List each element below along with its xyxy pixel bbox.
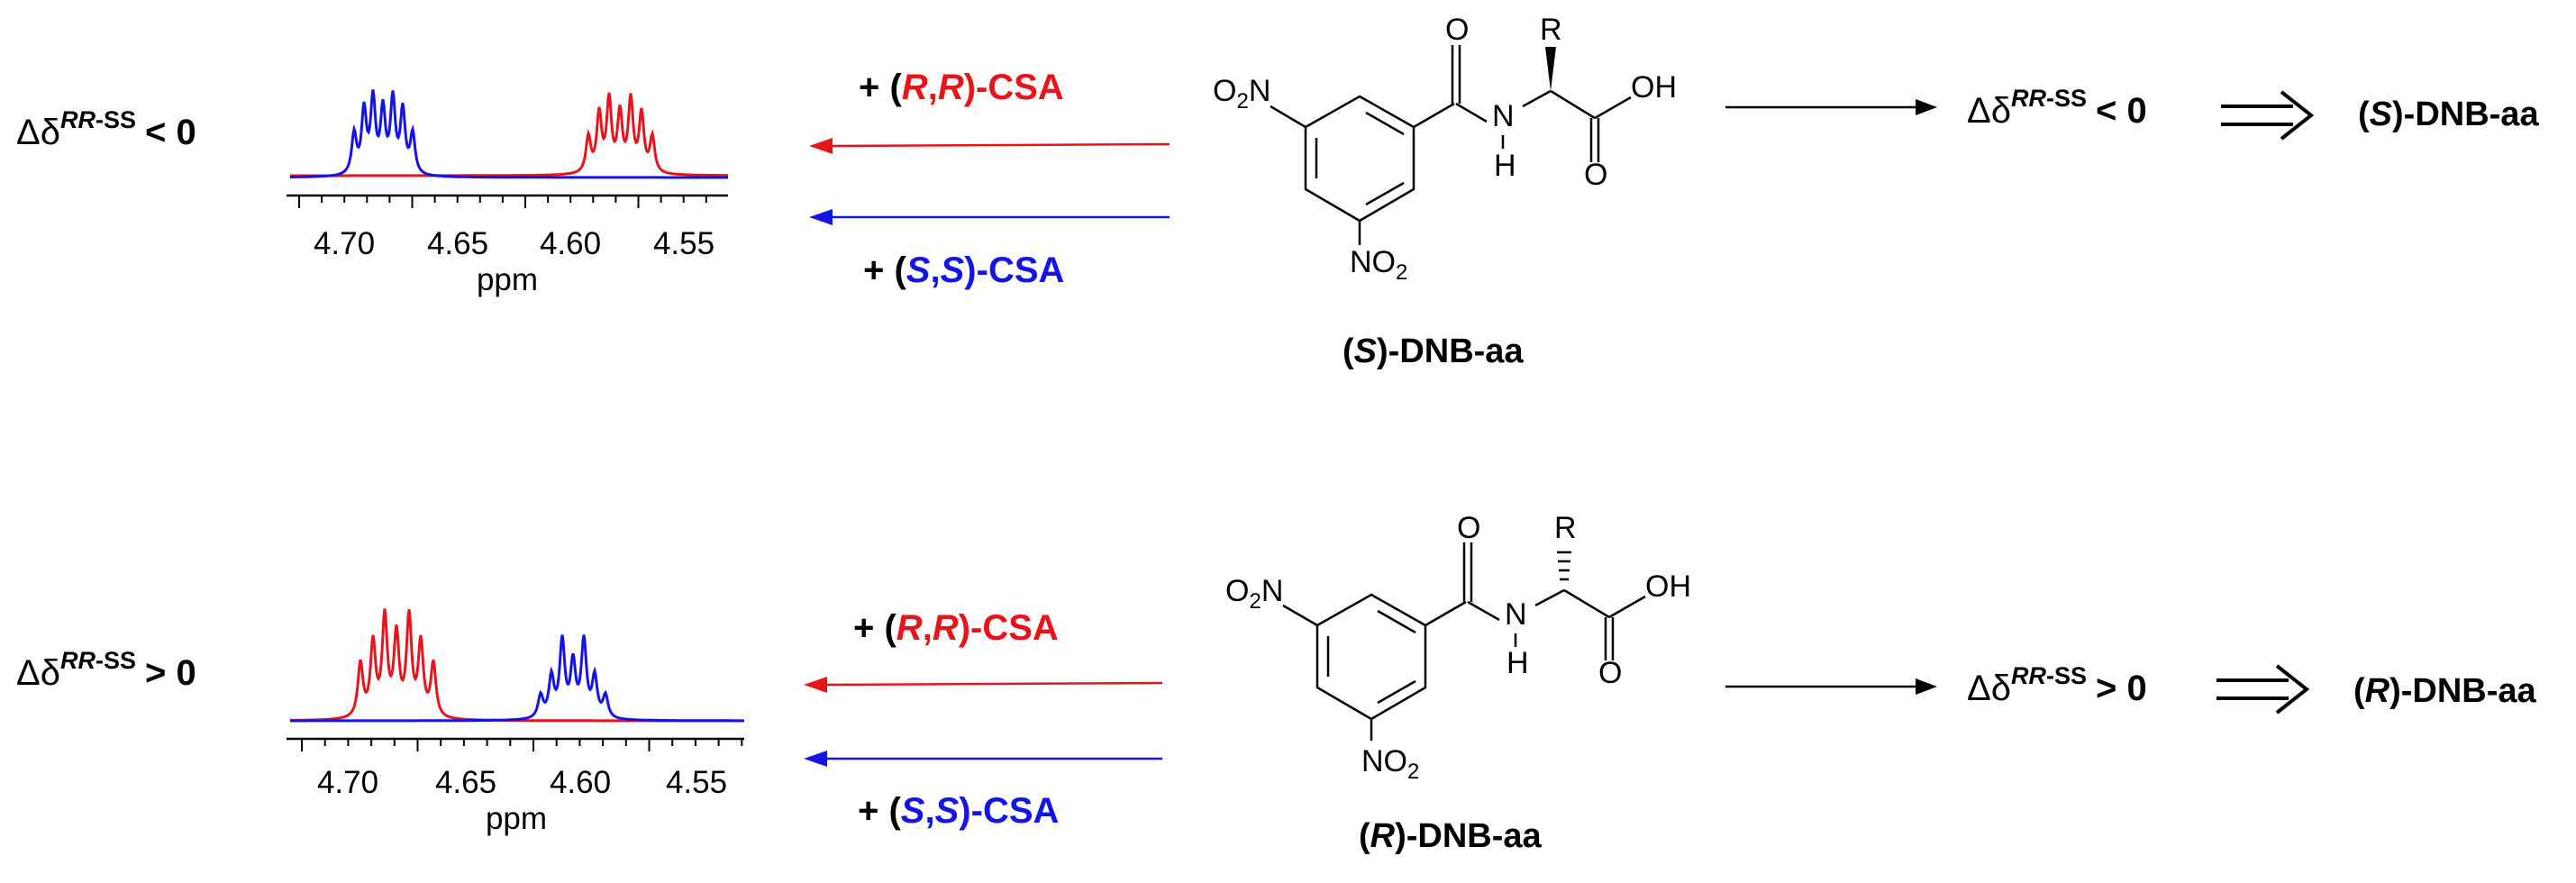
arrow-red-top: [828, 142, 1170, 148]
compound-label-top: (S)-DNB-aa: [1343, 332, 1524, 370]
svg-text:N: N: [1505, 597, 1527, 632]
tick-label: 4.55: [653, 226, 715, 261]
tick-label: 4.65: [427, 226, 488, 261]
arrowhead-blue: [804, 751, 827, 767]
reagent-ss-bottom: + (S,S)-CSA: [858, 791, 1059, 831]
delta-label-bottom: ΔδRR-SS> 0: [16, 647, 196, 693]
axis-unit-label: ppm: [486, 801, 547, 836]
panel-top: ΔδRR-SS< 0 4.70 4.65 4.60 4.55 ppm + (R,…: [16, 13, 2539, 370]
arrowhead-red: [804, 677, 827, 693]
structure-s-dnb-aa: [1270, 45, 1632, 245]
arrowhead-blue: [809, 209, 833, 225]
wedge-bond: [1545, 47, 1556, 91]
panel-bottom: ΔδRR-SS> 0 4.70 4.65 4.60 4.55 ppm + (R,…: [16, 511, 2537, 855]
arrow-red-bottom: [823, 681, 1163, 687]
tick-label: 4.60: [550, 765, 611, 800]
tick-label: 4.70: [314, 226, 375, 261]
svg-text:R: R: [1554, 511, 1577, 545]
tick-label: 4.55: [666, 765, 727, 800]
svg-text:O: O: [1457, 511, 1480, 545]
implies-arrow-top: [2221, 90, 2315, 141]
conclusion-bottom: (R)-DNB-aa: [2353, 672, 2537, 710]
nmr-spectrum-top: 4.70 4.65 4.60 4.55 ppm: [287, 89, 728, 297]
axis-ticks: [298, 196, 707, 208]
svg-text:OH: OH: [1631, 70, 1677, 105]
axis-ticks: [301, 739, 743, 751]
svg-text:N: N: [1492, 99, 1515, 133]
spectrum-trace-blue: [290, 634, 744, 723]
arrowhead-red: [809, 138, 833, 154]
arrowhead-black: [1916, 678, 1937, 695]
svg-text:NO2: NO2: [1350, 245, 1407, 285]
result-delta-bottom: ΔδRR-SS> 0: [1967, 662, 2147, 708]
svg-text:H: H: [1506, 646, 1529, 680]
conclusion-top: (S)-DNB-aa: [2358, 96, 2539, 133]
svg-text:H: H: [1494, 149, 1516, 183]
structure-labels-bottom: O2N NO2 O N H R OH O: [1225, 511, 1691, 784]
axis-unit-label: ppm: [477, 262, 538, 297]
svg-text:O2N: O2N: [1225, 574, 1283, 614]
benzene-ring: [1315, 593, 1427, 721]
svg-text:O2N: O2N: [1213, 74, 1270, 114]
structure-labels-top: O2N NO2 O N H R OH O: [1213, 13, 1677, 285]
svg-text:O: O: [1445, 13, 1469, 47]
svg-text:R: R: [1540, 13, 1562, 47]
delta-label-top: ΔδRR-SS< 0: [16, 106, 196, 152]
reagent-rr-bottom: + (R,R)-CSA: [853, 608, 1059, 648]
tick-label: 4.70: [317, 765, 378, 800]
spectrum-trace-red: [290, 92, 728, 178]
compound-label-bottom: (R)-DNB-aa: [1359, 817, 1543, 855]
reagent-ss-top: + (S,S)-CSA: [863, 250, 1064, 290]
reagent-rr-top: + (R,R)-CSA: [859, 68, 1064, 107]
svg-text:O: O: [1584, 158, 1607, 192]
implies-arrow-bottom: [2216, 664, 2310, 715]
spectrum-trace-red: [290, 608, 744, 723]
arrowhead-black: [1916, 99, 1937, 115]
svg-text:NO2: NO2: [1361, 744, 1419, 784]
svg-text:O: O: [1598, 656, 1622, 690]
nmr-spectrum-bottom: 4.70 4.65 4.60 4.55 ppm: [287, 608, 744, 836]
tick-label: 4.65: [435, 765, 496, 800]
tick-label: 4.60: [540, 226, 601, 261]
spectrum-trace-blue: [290, 89, 728, 179]
benzene-ring: [1304, 95, 1415, 223]
result-delta-top: ΔδRR-SS< 0: [1967, 85, 2147, 131]
svg-text:OH: OH: [1645, 569, 1691, 604]
structure-r-dnb-aa: [1282, 542, 1646, 741]
hash-bond: [1557, 551, 1571, 581]
